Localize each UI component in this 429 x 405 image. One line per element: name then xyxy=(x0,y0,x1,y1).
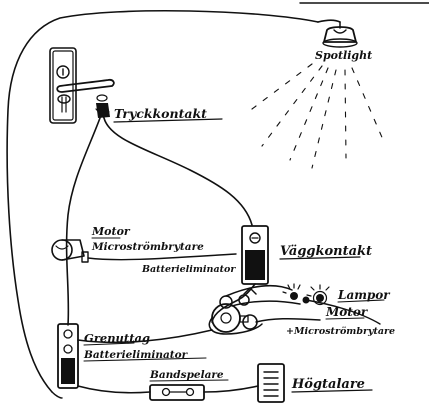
wire-bandspelare-to-speaker xyxy=(204,386,258,392)
tape-recorder-icon xyxy=(150,385,204,400)
label-microstrombrytare-right: +Microströmbrytare xyxy=(286,326,395,337)
wire-grenuttag-to-bandspelare xyxy=(78,386,150,393)
spotlight-icon xyxy=(318,20,357,47)
label-tryckkontakt: Tryckkontakt xyxy=(114,106,207,121)
wire-switch-to-wallplug xyxy=(104,118,252,225)
grenuttag-icon xyxy=(58,324,78,388)
label-hogtalare: Högtalare xyxy=(291,377,365,392)
push-switch-icon xyxy=(96,95,110,118)
label-motor-right: Motor xyxy=(325,305,369,319)
label-bandspelare: Bandspelare xyxy=(149,369,224,381)
wire-switch-to-grenuttag xyxy=(67,118,100,325)
light-rays xyxy=(248,64,384,168)
wire-loop-close xyxy=(52,392,62,398)
label-motor-left: Motor xyxy=(91,225,131,238)
outer-loop-wire xyxy=(7,11,318,392)
speaker-icon xyxy=(258,364,284,402)
wall-socket-icon xyxy=(242,226,268,284)
label-microstrombrytare-left: Microströmbrytare xyxy=(91,241,204,253)
motor-left-icon xyxy=(52,240,88,262)
label-batterieliminator-center: Batterieliminator xyxy=(141,264,236,275)
wire-motor-left xyxy=(88,254,236,260)
label-spotlight: Spotlight xyxy=(315,49,372,62)
lamp-icon-left xyxy=(283,284,310,304)
